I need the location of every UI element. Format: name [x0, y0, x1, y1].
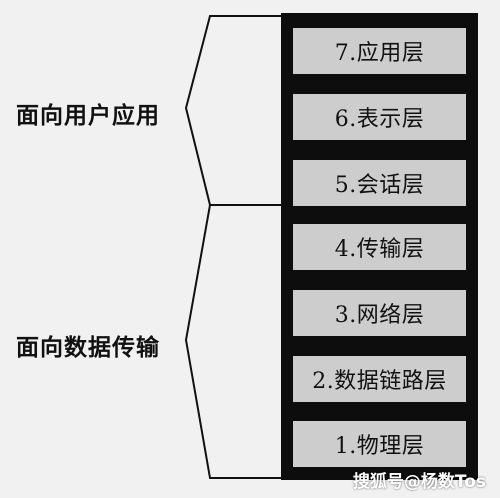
- layer-data-link: 2.数据链路层: [293, 356, 466, 402]
- layer-physical: 1.物理层: [293, 421, 466, 467]
- osi-layer-stack: 7.应用层 6.表示层 5.会话层 4.传输层 3.网络层 2.数据链路层 1.…: [281, 13, 478, 480]
- upper-brace: [184, 15, 281, 206]
- layer-presentation: 6.表示层: [293, 94, 466, 140]
- watermark: 搜狐号@杨数Tos: [352, 472, 486, 492]
- group-label-user-application: 面向用户应用: [16, 102, 160, 129]
- group-label-data-transmission: 面向数据传输: [16, 334, 160, 361]
- layer-transport: 4.传输层: [293, 224, 466, 270]
- layer-application: 7.应用层: [293, 28, 466, 74]
- layer-network: 3.网络层: [293, 290, 466, 336]
- layer-session: 5.会话层: [293, 160, 466, 206]
- lower-brace: [184, 204, 281, 479]
